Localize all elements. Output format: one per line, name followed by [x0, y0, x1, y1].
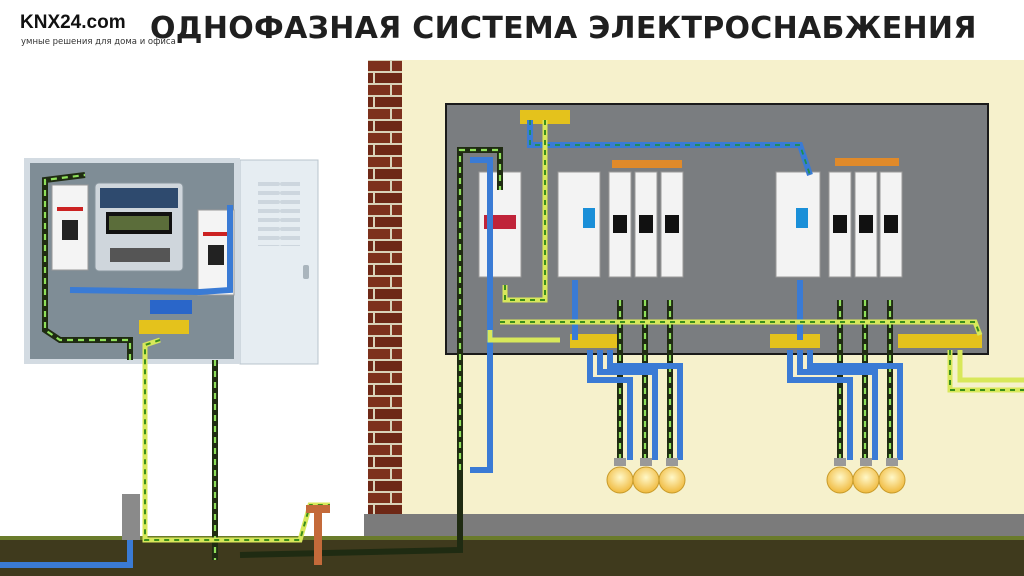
- page-title: ОДНОФАЗНАЯ СИСТЕМА ЭЛЕКТРОСНАБЖЕНИЯ: [150, 11, 977, 46]
- neutral-busbar: [770, 334, 820, 348]
- brand-tagline: умные решения для дома и офиса: [21, 37, 176, 47]
- rcd-icon: [775, 171, 821, 278]
- light-bulb-icon: [878, 458, 906, 494]
- earth-wires-dash: [144, 120, 1024, 541]
- neutral-busbar: [150, 300, 192, 314]
- circuit-breaker-icon: [634, 171, 658, 278]
- rcd-icon: [557, 171, 601, 278]
- earth-busbar: [898, 334, 982, 348]
- light-bulb-icon: [632, 458, 660, 494]
- light-bulb-icon: [658, 458, 686, 494]
- cable-entry-post: [122, 494, 140, 540]
- circuit-breaker-icon: [854, 171, 878, 278]
- header: KNX24.com умные решения для дома и офиса…: [0, 0, 1024, 60]
- electricity-meter-icon: [94, 182, 184, 272]
- neutral-wires-dash: [529, 120, 811, 176]
- circuit-breaker-icon: [828, 171, 852, 278]
- grounding-rod-icon: [306, 505, 330, 565]
- circuit-breaker-icon: [660, 171, 684, 278]
- circuit-breaker-icon: [608, 171, 632, 278]
- circuit-breaker-icon: [51, 184, 89, 271]
- brand-logo: KNX24.com: [20, 12, 126, 33]
- meter-cabinet: [24, 158, 319, 365]
- neutral-busbar: [570, 334, 620, 348]
- ground-surface: [0, 536, 1024, 576]
- door-handle: [303, 265, 309, 279]
- brick-column: [368, 60, 402, 516]
- foundation: [364, 514, 1024, 536]
- earth-busbar: [139, 320, 189, 334]
- circuit-breaker-icon: [879, 171, 903, 278]
